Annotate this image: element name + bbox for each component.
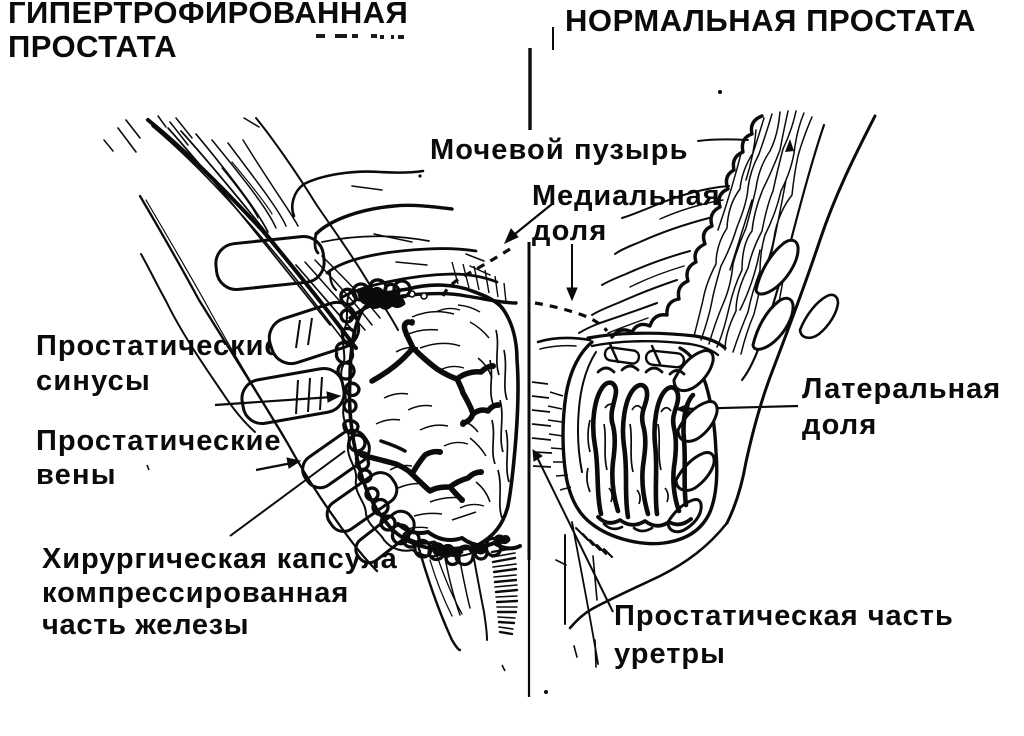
svg-text:ПРОСТАТА: ПРОСТАТА xyxy=(8,29,177,64)
svg-text:часть железы: часть железы xyxy=(42,609,249,641)
svg-text:вены: вены xyxy=(36,459,117,491)
svg-text:уретры: уретры xyxy=(614,638,726,670)
svg-text:Хирургическая капсула: Хирургическая капсула xyxy=(42,543,398,575)
svg-text:компрессированная: компрессированная xyxy=(42,577,349,609)
svg-text:синусы: синусы xyxy=(36,365,151,397)
svg-text:Простатические: Простатические xyxy=(36,425,282,457)
svg-text:НОРМАЛЬНАЯ ПРОСТАТА: НОРМАЛЬНАЯ ПРОСТАТА xyxy=(565,3,976,38)
svg-text:Медиальная: Медиальная xyxy=(532,180,720,212)
svg-text:ГИПЕРТРОФИРОВАННАЯ: ГИПЕРТРОФИРОВАННАЯ xyxy=(8,0,408,30)
svg-text:Латеральная: Латеральная xyxy=(802,373,1001,405)
svg-text:Простатическая часть: Простатическая часть xyxy=(614,600,954,632)
svg-text:Мочевой пузырь: Мочевой пузырь xyxy=(430,134,689,166)
svg-text:доля: доля xyxy=(802,409,878,441)
svg-text:доля: доля xyxy=(532,215,608,247)
svg-text:Простатические: Простатические xyxy=(36,330,282,362)
